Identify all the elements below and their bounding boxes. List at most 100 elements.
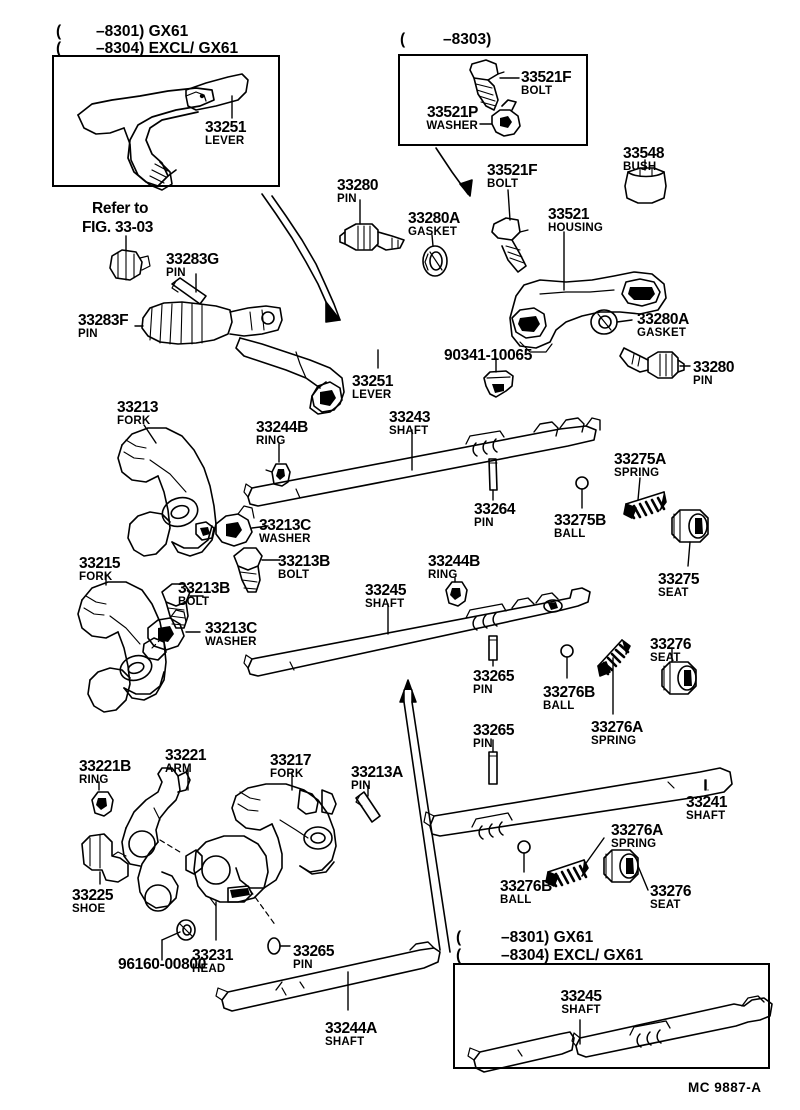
inset-br-part-33245-name: SHAFT: [561, 1003, 601, 1016]
arm-33221-art: [121, 767, 191, 912]
part-name: SEAT: [658, 586, 689, 599]
part-number: 33244A: [325, 1020, 377, 1037]
part-number: 33213: [117, 399, 159, 416]
part-number: 33275: [658, 571, 700, 588]
part-name: SEAT: [650, 898, 681, 911]
seat-33276-upper-art: [661, 647, 697, 695]
part-number: 33276: [650, 636, 692, 653]
part-number: 33251: [352, 373, 394, 390]
part-name: FORK: [79, 570, 113, 583]
fork-33217-art: [231, 771, 337, 889]
part-name: BALL: [554, 527, 586, 540]
part-number: 33276B: [543, 684, 595, 701]
shaft-33241-art: [423, 767, 733, 840]
inset-box-bottom-right: [453, 963, 770, 1069]
inset-tr-part-33521p-name: WASHER: [426, 119, 478, 132]
inset-tl-paren-1: (: [56, 23, 62, 40]
gasket-33280a-right-art: [590, 309, 633, 335]
part-number: 33276A: [591, 719, 643, 736]
plug-90341-art: [483, 357, 514, 398]
pin-33264-art: [488, 458, 498, 501]
fork-33213-art: [117, 424, 217, 557]
part-number: 33245: [365, 582, 407, 599]
part-name: SHAFT: [325, 1035, 365, 1048]
part-number: 33225: [72, 887, 114, 904]
gasket-33280a-upper-art: [422, 234, 448, 277]
part-number: 33265: [473, 668, 515, 685]
part-name: PIN: [293, 958, 313, 971]
seat-33276-lower-art: [603, 849, 649, 891]
bolt-33213b-upper-art: [233, 547, 281, 593]
part-number: 33275B: [554, 512, 606, 529]
part-number: 33521: [548, 206, 590, 223]
part-number: 33548: [623, 145, 665, 162]
part-number: 33244B: [428, 553, 480, 570]
fork-33215-art: [77, 573, 167, 713]
inset-box-top-left: [52, 55, 280, 187]
head-33231-art: [159, 835, 277, 941]
pin-33280-right-art: [619, 347, 691, 379]
part-name: RING: [79, 773, 109, 786]
part-number: 33213A: [351, 764, 403, 781]
seat-33275-art: [671, 509, 709, 567]
assembly-arrow: [399, 679, 451, 953]
inset-tr-part-33521p: 33521P WASHER: [400, 105, 478, 132]
part-number: 33215: [79, 555, 121, 572]
part-name: BUSH: [623, 160, 657, 173]
part-number: 33275A: [614, 451, 666, 468]
part-name: SHAFT: [686, 809, 726, 822]
inset-bolt-washer-art: [469, 59, 521, 137]
part-number: 33265: [473, 722, 515, 739]
bolt-33521f-art: [491, 189, 529, 273]
part-number: 33243: [389, 409, 431, 426]
pin-33265-lower-art: [488, 739, 498, 785]
part-name: PIN: [166, 266, 186, 279]
part-number: 33276B: [500, 878, 552, 895]
part-name: WASHER: [259, 532, 311, 545]
part-number: 33280A: [408, 210, 460, 227]
part-number: 33221B: [79, 758, 131, 775]
shaft-33243-art: [243, 417, 601, 507]
ring-33244b-middle-art: [445, 577, 468, 607]
part-number: 33231: [192, 947, 234, 964]
part-number: 33283G: [166, 251, 219, 268]
inset-br-part-33245-number: 33245: [560, 988, 602, 1005]
part-name: PIN: [351, 779, 371, 792]
inset-tr-part-33521f-number: 33521F: [521, 69, 572, 86]
inset-shaft-33245-art: [467, 995, 773, 1073]
part-name: WASHER: [205, 635, 257, 648]
part-name: BOLT: [178, 595, 210, 608]
inset-br-part-33245: 33245 SHAFT: [545, 989, 617, 1016]
inset-br-condition-2: –8304) EXCL/ GX61: [501, 947, 644, 964]
ball-33276b-upper-art: [560, 644, 574, 679]
part-name: PIN: [337, 192, 357, 205]
part-number: 33213C: [259, 517, 311, 534]
inset-tr-part-33521f: 33521F BOLT: [521, 69, 572, 97]
inset-tl-condition-2: –8304) EXCL/ GX61: [96, 40, 239, 57]
part-number-90341: 90341-10065: [444, 347, 533, 364]
inset-tl-part-33251-name: LEVER: [205, 134, 245, 147]
part-name: FORK: [117, 414, 151, 427]
part-number: 33213B: [178, 580, 230, 597]
part-name: SHAFT: [389, 424, 429, 437]
bush-33548-art: [624, 159, 667, 204]
